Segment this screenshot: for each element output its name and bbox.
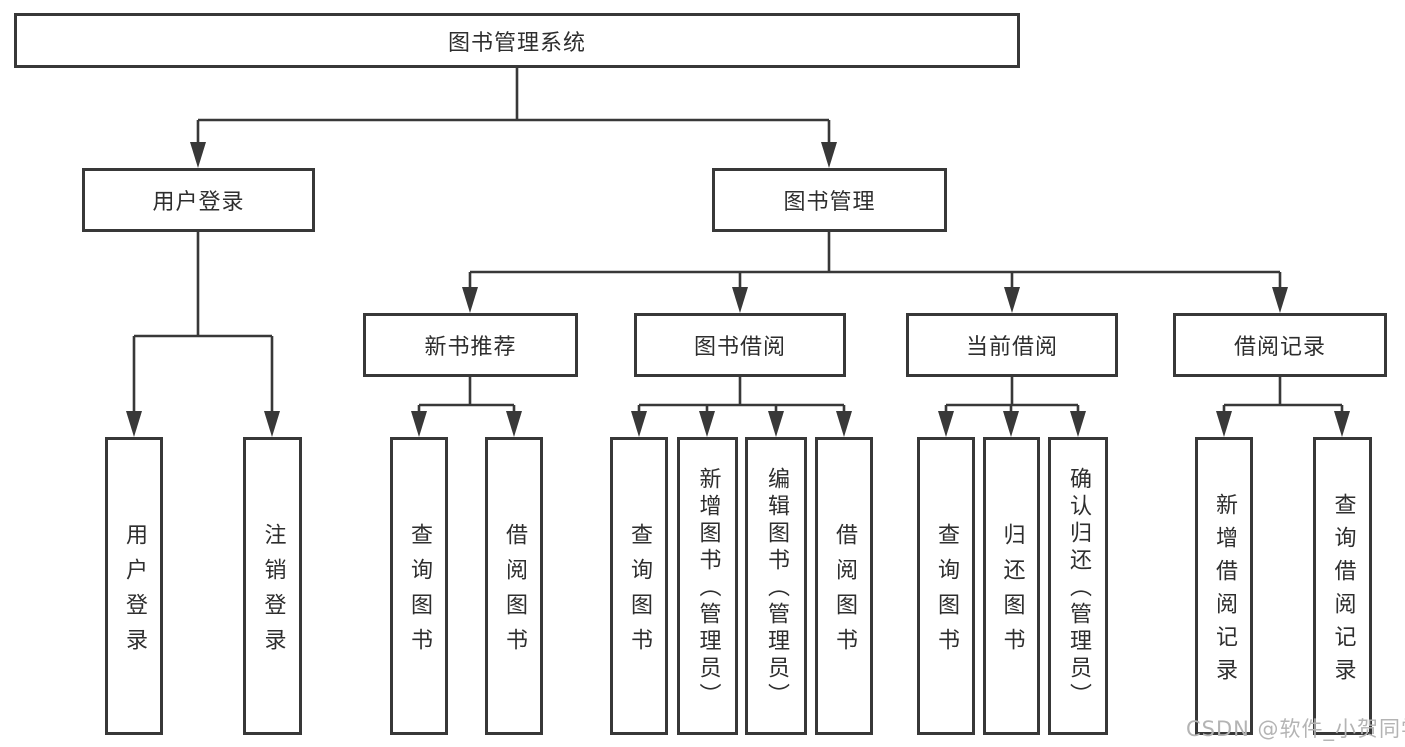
leaf-logout: 注销登录 — [243, 437, 302, 735]
leaf-query-borrow-record: 查询借阅记录 — [1313, 437, 1372, 735]
leaf-user-login: 用户登录 — [105, 437, 163, 735]
leaf-borrow-books-1: 借阅图书 — [485, 437, 543, 735]
leaf-add-borrow-record: 新增借阅记录 — [1195, 437, 1253, 735]
leaf-edit-books-admin: 编辑图书（管理员） — [745, 437, 807, 735]
leaf-confirm-return-admin: 确认归还（管理员） — [1048, 437, 1108, 735]
leaf-query-books-1-label: 查询图书 — [407, 522, 432, 663]
leaf-logout-label: 注销登录 — [260, 522, 286, 663]
node-current-borrowing: 当前借阅 — [906, 313, 1118, 377]
leaf-return-books-label: 归还图书 — [999, 522, 1025, 663]
leaf-add-books-admin-label: 新增图书（管理员） — [695, 467, 721, 710]
node-borrowing-records: 借阅记录 — [1173, 313, 1387, 377]
leaf-confirm-return-admin-label: 确认归还（管理员） — [1066, 467, 1091, 710]
arrowheads — [126, 142, 1350, 437]
leaf-query-books-3: 查询图书 — [917, 437, 975, 735]
node-book-management: 图书管理 — [712, 168, 947, 232]
leaf-borrow-books-2-label: 借阅图书 — [832, 522, 857, 663]
csdn-watermark: CSDN @软件_小贺同学 — [1186, 717, 1405, 741]
leaf-return-books: 归还图书 — [983, 437, 1040, 735]
leaf-query-books-2-label: 查询图书 — [627, 522, 652, 663]
leaf-borrow-books-2: 借阅图书 — [815, 437, 873, 735]
node-book-borrowing: 图书借阅 — [634, 313, 846, 377]
leaf-borrow-books-1-label: 借阅图书 — [502, 522, 527, 663]
leaf-user-login-label: 用户登录 — [122, 522, 147, 663]
node-library-management-system: 图书管理系统 — [14, 13, 1020, 68]
leaf-query-borrow-record-label: 查询借阅记录 — [1330, 492, 1356, 691]
leaf-query-books-1: 查询图书 — [390, 437, 448, 735]
leaf-add-books-admin: 新增图书（管理员） — [677, 437, 738, 735]
node-user-login: 用户登录 — [82, 168, 315, 232]
leaf-query-books-2: 查询图书 — [610, 437, 668, 735]
leaf-edit-books-admin-label: 编辑图书（管理员） — [764, 467, 789, 710]
leaf-query-books-3-label: 查询图书 — [934, 522, 959, 663]
leaf-add-borrow-record-label: 新增借阅记录 — [1212, 492, 1237, 691]
node-new-book-recommendation: 新书推荐 — [363, 313, 578, 377]
